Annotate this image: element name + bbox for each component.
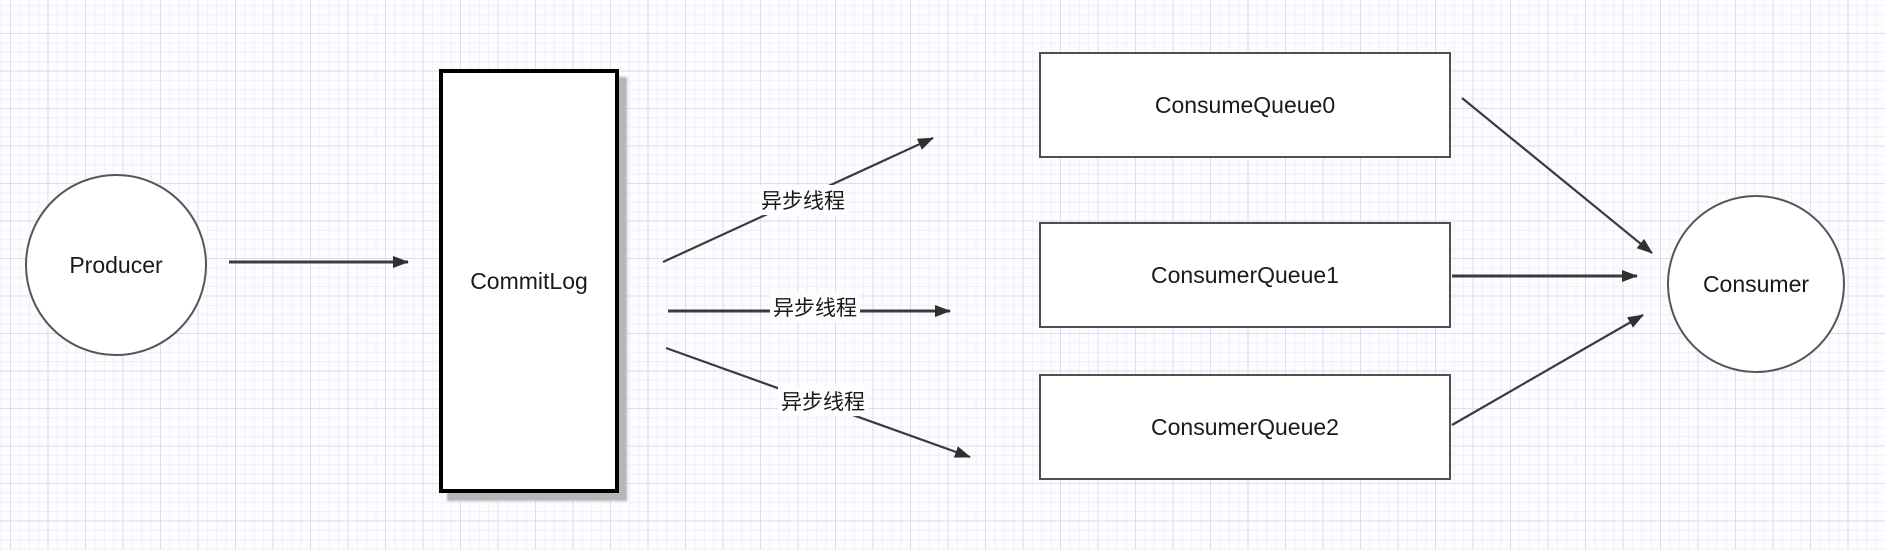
consumer-node: Consumer [1667,195,1845,373]
consume-queue-0-node: ConsumeQueue0 [1039,52,1451,158]
producer-label: Producer [69,251,163,278]
edge-consumer-queue-2-to-consumer [1451,314,1644,426]
commitlog-label: CommitLog [470,267,588,294]
consumer-queue-2-node: ConsumerQueue2 [1039,374,1451,480]
consumer-queue-1-node: ConsumerQueue1 [1039,222,1451,328]
async-thread-label: 异步线程 [770,292,860,322]
producer-node: Producer [25,174,207,356]
commitlog-node: CommitLog [439,69,619,493]
consume-queue-0-label: ConsumeQueue0 [1154,91,1336,118]
consumer-queue-1-label: ConsumerQueue1 [1151,261,1339,288]
async-thread-label: 异步线程 [758,185,848,215]
consumer-label: Consumer [1702,270,1810,297]
consumer-queue-2-label: ConsumerQueue2 [1151,413,1339,440]
edge-consume-queue-0-to-consumer [1461,97,1653,254]
async-thread-label: 异步线程 [778,386,868,416]
